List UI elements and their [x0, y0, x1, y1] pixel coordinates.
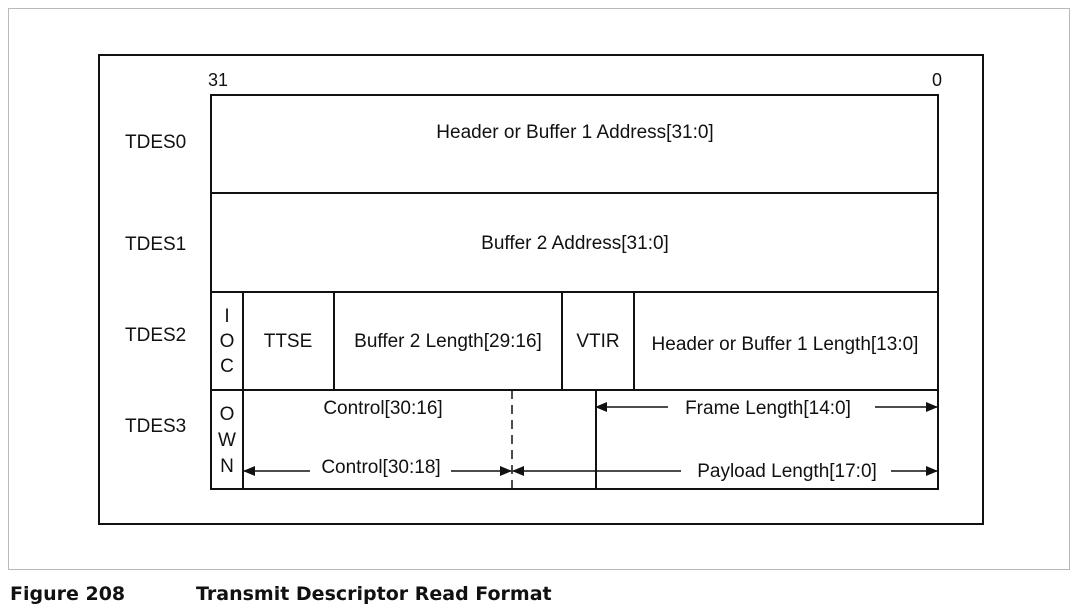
diagram-border [98, 54, 984, 525]
tdes2-buffer2-length: Buffer 2 Length[29:16] [354, 331, 542, 352]
ioc-letter: O [220, 331, 235, 352]
tdes2-header-buffer1-length: Header or Buffer 1 Length[13:0] [652, 334, 919, 355]
row-label-tdes0: TDES0 [125, 132, 186, 153]
own-letter: W [218, 430, 236, 451]
ioc-letter: I [224, 306, 229, 327]
tdes1-buffer2-address: Buffer 2 Address[31:0] [481, 233, 669, 254]
row-label-tdes2: TDES2 [125, 325, 186, 346]
tdes0-header-buffer1-address: Header or Buffer 1 Address[31:0] [436, 122, 713, 143]
tdes3-payload-length: Payload Length[17:0] [697, 461, 877, 482]
tdes3-frame-length: Frame Length[14:0] [685, 398, 851, 419]
tdes3-control-30-16: Control[30:16] [323, 398, 442, 419]
figure-caption: Figure 208 Transmit Descriptor Read Forma… [10, 583, 552, 605]
tdes2-vtir: VTIR [576, 331, 619, 352]
row-label-tdes1: TDES1 [125, 234, 186, 255]
tdes3-own-field: O W N [218, 404, 236, 477]
figure-number: Figure 208 [10, 583, 126, 605]
figure-frame [8, 8, 1070, 570]
tdes2-ttse: TTSE [264, 331, 313, 352]
tdes3-control-30-18: Control[30:18] [321, 457, 440, 478]
row-label-tdes3: TDES3 [125, 416, 186, 437]
bit-31-label: 31 [208, 70, 228, 90]
bit-0-label: 0 [932, 70, 942, 90]
tdes2-ioc-field: I O C [220, 306, 235, 377]
figure-title: Transmit Descriptor Read Format [196, 583, 552, 605]
ioc-letter: C [220, 356, 234, 377]
descriptor-diagram: 31 0 TDES0 TDES1 TDES2 TDES3 Header or B… [98, 54, 984, 525]
own-letter: N [220, 456, 234, 477]
own-letter: O [220, 404, 235, 425]
